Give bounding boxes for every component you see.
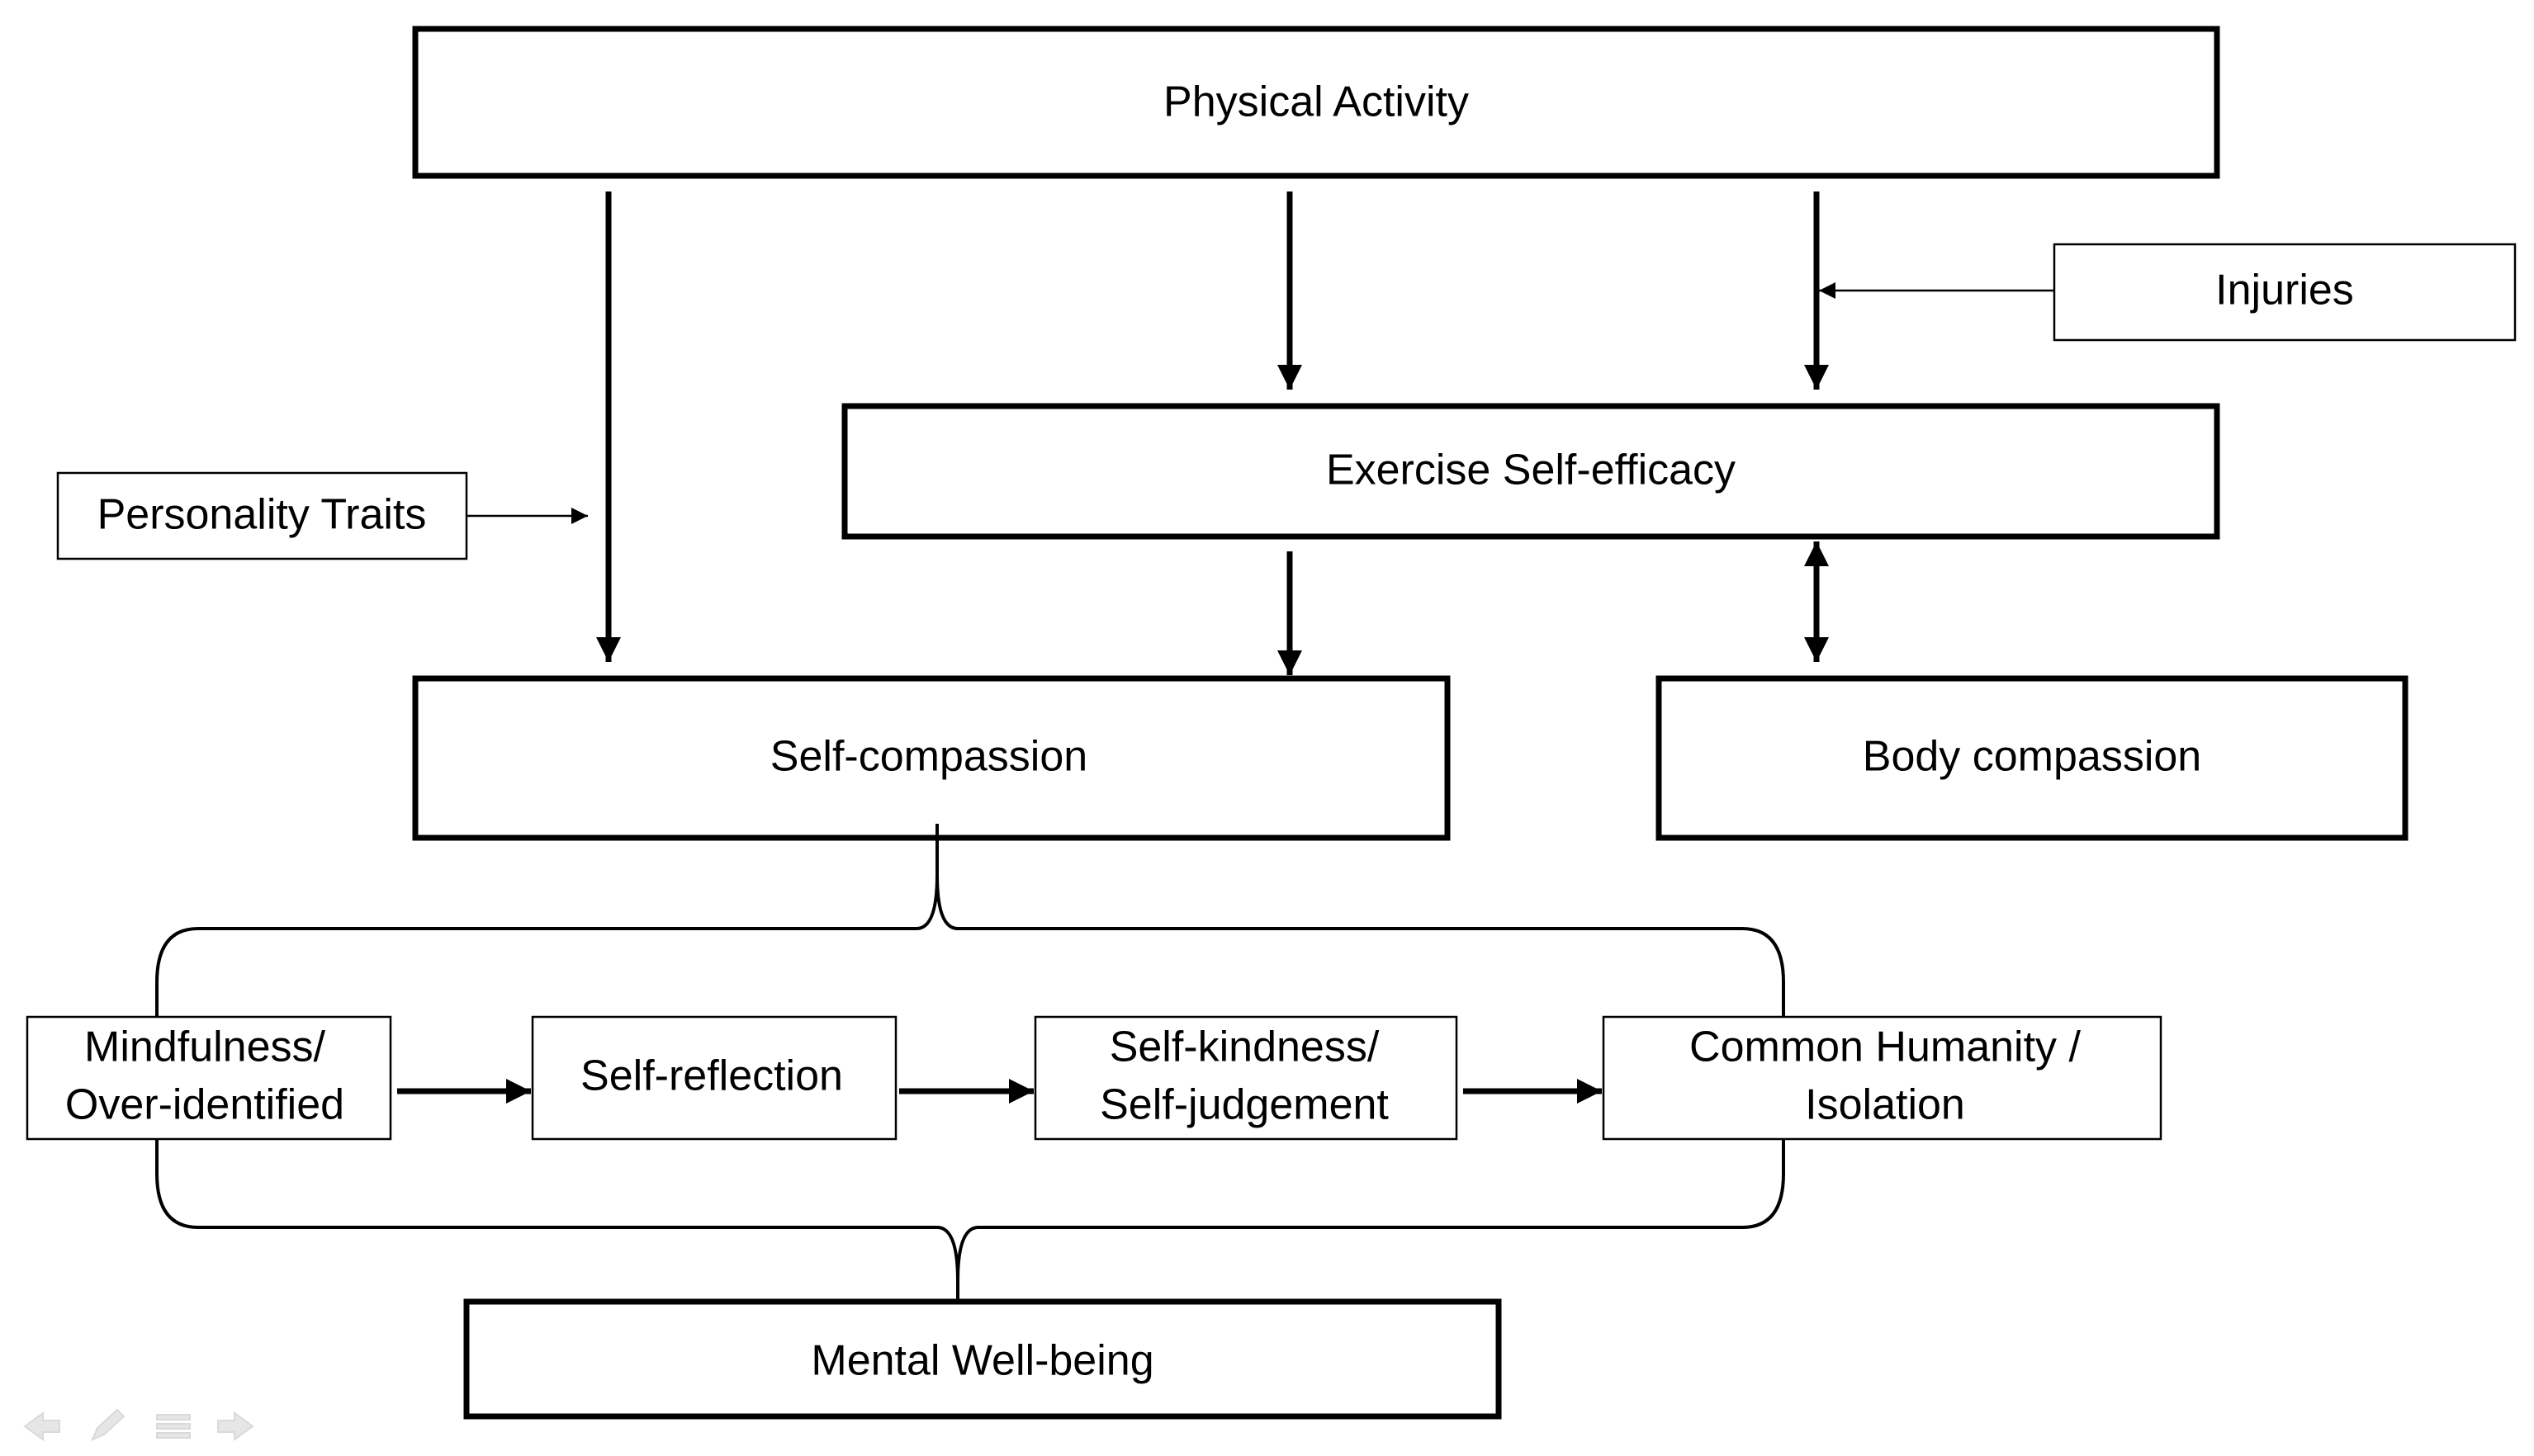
node-body-compassion: Body compassion [1655,675,2408,841]
injuries-label: Injuries [2215,267,2354,314]
node-self-compassion: Self-compassion [412,675,1451,841]
pen-icon[interactable] [91,1408,126,1441]
node-exercise-self-efficacy: Exercise Self-efficacy [841,403,2220,540]
node-injuries: Injuries [2053,243,2517,342]
node-personality-traits: Personality Traits [56,471,468,560]
mindfulness-label-line2: Over-identified [65,1081,344,1129]
brace-top [155,824,1785,1017]
menu-icon[interactable] [156,1414,191,1439]
self-kindness-label-line1: Self-kindness/ [1110,1023,1380,1071]
node-self-reflection: Self-reflection [531,1015,898,1141]
common-humanity-label-line1: Common Humanity / [1689,1023,2081,1071]
node-physical-activity: Physical Activity [412,26,2220,179]
physical-activity-label: Physical Activity [1163,78,1469,126]
personality-traits-label: Personality Traits [97,491,427,539]
node-common-humanity: Common Humanity / Isolation [1602,1015,2162,1141]
forward-arrow-icon[interactable] [217,1411,254,1441]
node-mental-wellbeing: Mental Well-being [463,1298,1502,1420]
exercise-self-efficacy-label: Exercise Self-efficacy [1326,447,1736,494]
body-compassion-label: Body compassion [1863,733,2201,781]
self-reflection-label: Self-reflection [580,1052,843,1100]
mental-wellbeing-label: Mental Well-being [811,1337,1153,1385]
node-mindfulness: Mindfulness/ Over-identified [26,1015,392,1141]
self-kindness-label-line2: Self-judgement [1100,1081,1389,1129]
mindfulness-label-line1: Mindfulness/ [84,1023,325,1071]
node-self-kindness: Self-kindness/ Self-judgement [1034,1015,1458,1141]
self-compassion-label: Self-compassion [770,733,1087,781]
common-humanity-label-line2: Isolation [1805,1081,1965,1129]
brace-bottom [155,1139,1785,1302]
back-arrow-icon[interactable] [23,1411,60,1441]
